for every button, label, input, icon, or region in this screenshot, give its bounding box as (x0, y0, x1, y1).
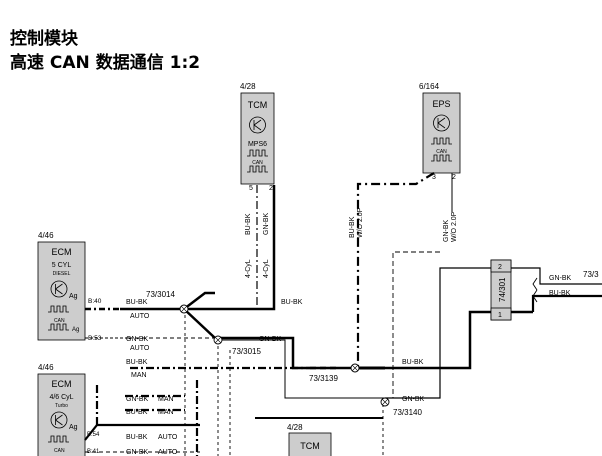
tcm-top-transistor-icon (249, 116, 266, 134)
eps-pin-a: 3 (432, 174, 436, 181)
wire-label-9: BU-BK (126, 409, 148, 416)
ecm46-name: ECM (52, 379, 72, 389)
connector-pin-top: 2 (498, 264, 502, 271)
wire-label-10: BU-BK (126, 434, 148, 441)
ecm5-ref: 4/46 (38, 231, 54, 240)
splice-3140-label: 73/3140 (393, 408, 422, 417)
ecm5-ag: Ag (69, 293, 78, 300)
wire-label-1b: AUTO (130, 313, 150, 320)
connector-ref: 74/301 (498, 277, 507, 302)
ecm46-transistor-icon (50, 411, 68, 429)
ecm5-pin-a: B:40 (88, 298, 102, 305)
ecm46-line1: 4/6 CyL (49, 394, 73, 401)
ecm5-module[interactable] (37, 241, 86, 341)
tcm-4cyl-a-label: 4-CyL (245, 259, 252, 278)
tcm-top-can: CAN (252, 160, 263, 166)
wire-label-8: GN-BK (402, 396, 425, 403)
splice-3014-label: 73/3014 (146, 290, 175, 299)
eps-transistor-icon (433, 114, 450, 132)
wire-label-7: GN-BK (126, 396, 149, 403)
wire-label-6: BU-BK (402, 359, 424, 366)
wire-label-10b: AUTO (158, 434, 178, 441)
ecm46-ref: 4/46 (38, 363, 54, 372)
wire-label-12: GN-BK (549, 275, 572, 282)
tcm-top-name: TCM (248, 100, 268, 110)
page-title: 控制模块 (10, 29, 78, 49)
tcm-bottom-name: TCM (300, 441, 320, 451)
ecm5-line2: DIESEL (53, 271, 71, 277)
tcm-4cyl-b-label: 4-CyL (263, 259, 270, 278)
ecm46-pin-a: B:54 (87, 432, 100, 438)
ecm5-pin-b: B:53 (88, 335, 102, 342)
eps-wo2-label: W/O 2.0P (451, 211, 458, 242)
wire-label-3: GN-BK (126, 336, 149, 343)
wire-label-9b: MAN (158, 409, 174, 416)
eps-gnbk-label: GN-BK (443, 220, 450, 243)
wire-label-2: BU-BK (281, 299, 303, 306)
wire-label-1: BU-BK (126, 299, 148, 306)
tcm-top-pin-b: 2 (269, 185, 273, 192)
eps-can: CAN (436, 149, 447, 155)
connector-pin-bottom: 1 (498, 312, 502, 319)
tcm-bottom-module[interactable] (288, 432, 332, 456)
ecm46-ag: Ag (69, 424, 78, 431)
wire-label-11: GN-BK (126, 449, 149, 456)
ecm5-can: CAN (54, 318, 65, 324)
ecm5-name: ECM (52, 247, 72, 257)
ecm5-transistor-icon (50, 280, 68, 298)
wire-label-11b: AUTO (158, 449, 178, 456)
splice-right-label: 73/3 (583, 270, 599, 279)
splice-3015-label: 73/3015 (232, 347, 261, 356)
page-subtitle: 高速 CAN 数据通信 1:2 (10, 53, 201, 73)
ecm5-line1: 5 CYL (52, 262, 72, 269)
ecm5-ag2: Ag (72, 327, 79, 333)
wire-label-5b: MAN (131, 372, 147, 379)
eps-pin-b: 2 (452, 174, 456, 181)
tcm-bottom-ref: 4/28 (287, 423, 303, 432)
wire-label-3b: AUTO (130, 345, 150, 352)
ecm46-can: CAN (54, 448, 65, 454)
tcm-bubk-label: BU-BK (245, 213, 252, 235)
wire-label-4: GN-BK (259, 336, 282, 343)
splice-3139-label: 73/3139 (309, 374, 338, 383)
eps-ref: 6/164 (419, 82, 440, 91)
tcm-top-sub: MPS6 (248, 141, 267, 148)
tcm-top-module[interactable] (240, 92, 275, 185)
eps-module[interactable] (422, 92, 461, 174)
tcm-top-ref: 4/28 (240, 82, 256, 91)
wire-label-13: BU-BK (549, 290, 571, 297)
ecm46-line2: Turbo (55, 403, 68, 409)
tcm-gnbk-label: GN-BK (263, 213, 270, 236)
eps-bubk-label: BU-BK (349, 216, 356, 238)
eps-name: EPS (432, 99, 450, 109)
wire-label-7b: MAN (158, 396, 174, 403)
eps-wo1-label: W/O 2.0P (357, 207, 364, 238)
tcm-top-pin-a: 5 (249, 185, 253, 192)
wire-label-5: BU-BK (126, 359, 148, 366)
